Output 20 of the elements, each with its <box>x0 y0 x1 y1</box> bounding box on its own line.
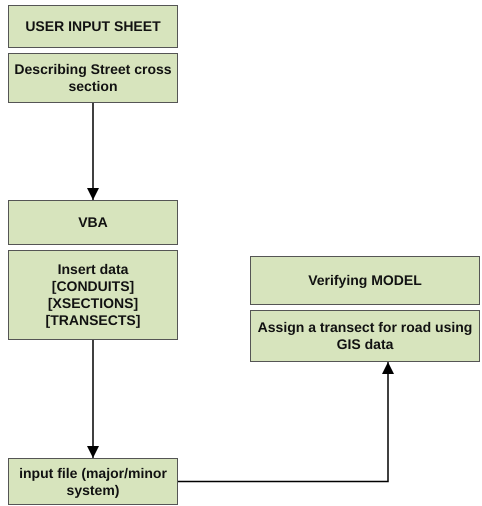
process-box <box>8 200 178 245</box>
box-text: input file (major/minor system) <box>18 464 168 498</box>
arrow <box>87 103 99 200</box>
arrow <box>87 340 99 458</box>
process-box <box>8 250 178 340</box>
process-box <box>250 256 480 305</box>
box-text: VBA <box>78 214 108 231</box>
box-text: Insert data <box>58 261 128 278</box>
box-text: Verifying MODEL <box>308 272 422 289</box>
process-box <box>8 53 178 103</box>
box-text: USER INPUT SHEET <box>25 18 161 35</box>
box-text: [CONDUITS] <box>52 278 134 295</box>
process-box <box>8 5 178 48</box>
box-text: Assign a transect for road using GIS data <box>256 319 474 353</box>
box-text: [XSECTIONS] <box>48 295 138 312</box>
box-text: Describing Street cross section <box>13 61 173 95</box>
arrow <box>178 362 394 482</box>
box-text: [TRANSECTS] <box>46 312 140 329</box>
process-box <box>8 458 178 505</box>
process-box <box>250 310 480 362</box>
